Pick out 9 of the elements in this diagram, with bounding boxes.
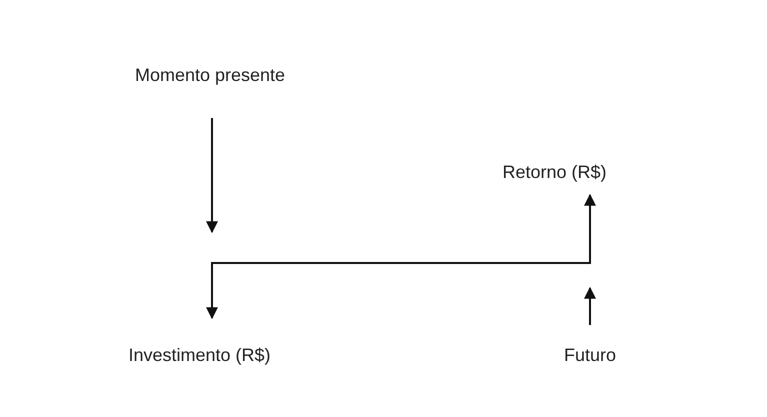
arrow (584, 194, 596, 262)
node-label: Retorno (R$) (502, 160, 607, 184)
arrow (206, 264, 218, 320)
arrow (206, 118, 218, 234)
node-label: Momento presente (134, 64, 286, 87)
node-label: Investimento (R$) (128, 344, 271, 367)
node-label: Futuro (564, 344, 616, 366)
arrow (584, 286, 596, 325)
timeline-line (211, 262, 591, 264)
